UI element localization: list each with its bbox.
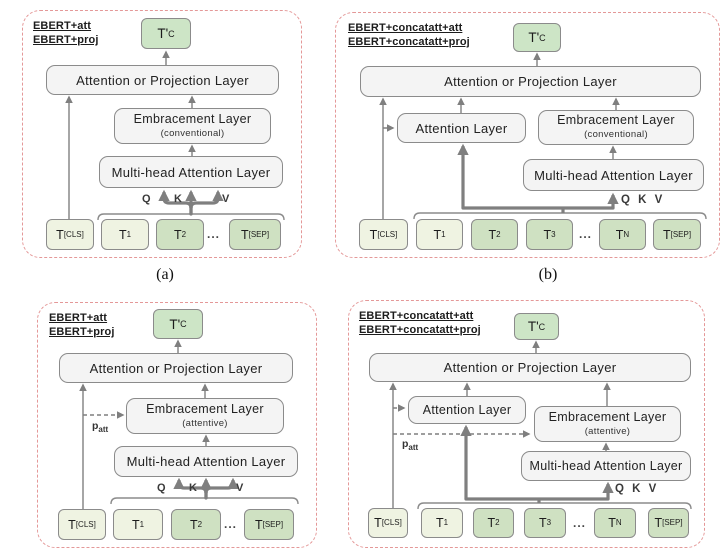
token-sep: T[SEP] xyxy=(229,219,281,250)
embracement-mode: (attentive) xyxy=(584,425,631,437)
attention-or-projection-layer: Attention or Projection Layer xyxy=(59,353,293,383)
embracement-title: Embracement Layer xyxy=(548,409,667,424)
method-label: EBERT+proj xyxy=(49,326,115,338)
embracement-mode: (attentive) xyxy=(182,417,228,429)
attention-layer: Attention Layer xyxy=(397,113,526,143)
q-label: Q xyxy=(157,482,166,494)
method-label: EBERT+proj xyxy=(33,34,99,46)
caption-a: (a) xyxy=(156,266,174,283)
output-node-tc: T'C xyxy=(513,23,561,52)
panel-a: EBERT+att EBERT+proj T'C Attention or Pr… xyxy=(22,10,302,258)
output-node-tc: T'C xyxy=(514,313,559,340)
embracement-layer: Embracement Layer (attentive) xyxy=(534,406,681,442)
qkv-label: Q K V xyxy=(621,194,665,206)
multihead-attention-layer: Multi-head Attention Layer xyxy=(114,446,298,477)
embracement-title: Embracement Layer xyxy=(133,111,252,126)
token-sep: T[SEP] xyxy=(244,509,294,540)
tc-base: T' xyxy=(157,26,169,41)
method-labels: EBERT+concatatt+att EBERT+concatatt+proj xyxy=(359,309,481,337)
v-arrow xyxy=(189,189,224,209)
method-labels: EBERT+att EBERT+proj xyxy=(33,19,98,47)
attention-layer: Attention Layer xyxy=(408,396,526,424)
method-labels: EBERT+concatatt+att EBERT+concatatt+proj xyxy=(348,21,470,49)
qkv-label: Q K V xyxy=(615,483,659,495)
embracement-title: Embracement Layer xyxy=(146,401,264,416)
q-label: Q xyxy=(142,193,151,205)
v-label: V xyxy=(222,193,230,205)
ellipsis: ... xyxy=(207,227,221,241)
method-label: EBERT+concatatt+att xyxy=(359,310,474,322)
embracement-mode: (conventional) xyxy=(584,129,648,140)
multihead-attention-layer: Multi-head Attention Layer xyxy=(99,156,283,188)
token-sep: T[SEP] xyxy=(653,219,701,250)
embracement-layer: Embracement Layer (attentive) xyxy=(126,398,284,434)
attention-or-projection-layer: Attention or Projection Layer xyxy=(46,65,279,95)
embracement-mode: (conventional) xyxy=(160,127,225,139)
token-cls: T[CLS] xyxy=(46,219,94,250)
tc-sub: C xyxy=(168,28,175,39)
ellipsis: ... xyxy=(573,516,587,530)
v-arrow xyxy=(204,477,239,494)
ellipsis: ... xyxy=(224,517,238,531)
method-label: EBERT+att xyxy=(33,20,92,32)
panel-c: EBERT+att EBERT+proj T'C Attention or Pr… xyxy=(37,302,317,548)
token-cls: T[CLS] xyxy=(368,508,408,538)
panel-d: EBERT+concatatt+att EBERT+concatatt+proj… xyxy=(348,300,705,548)
method-label: EBERT+concatatt+proj xyxy=(348,36,470,48)
p-att-label: patt xyxy=(402,438,419,453)
multihead-attention-layer: Multi-head Attention Layer xyxy=(521,451,691,481)
method-label: EBERT+att xyxy=(49,312,108,324)
output-node-tc: T'C xyxy=(141,18,191,49)
embracement-layer: Embracement Layer (conventional) xyxy=(114,108,271,144)
embracement-title: Embracement Layer xyxy=(557,113,675,127)
p-att-label: patt xyxy=(92,420,109,435)
embracement-layer: Embracement Layer (conventional) xyxy=(538,110,694,145)
k-label: K xyxy=(174,193,182,205)
method-label: EBERT+concatatt+proj xyxy=(359,324,481,336)
panel-b: EBERT+concatatt+att EBERT+concatatt+proj… xyxy=(335,12,720,258)
ellipsis: ... xyxy=(579,227,593,241)
attention-or-projection-layer: Attention or Projection Layer xyxy=(369,353,691,382)
caption-b: (b) xyxy=(538,266,558,283)
v-label: V xyxy=(236,482,244,494)
token-bracket xyxy=(110,497,299,505)
method-labels: EBERT+att EBERT+proj xyxy=(49,311,114,339)
method-label: EBERT+concatatt+att xyxy=(348,22,463,34)
multihead-attention-layer: Multi-head Attention Layer xyxy=(523,159,704,191)
token-cls: T[CLS] xyxy=(359,219,408,250)
token-sep: T[SEP] xyxy=(648,508,689,538)
token-cls: T[CLS] xyxy=(58,509,106,540)
k-label: K xyxy=(189,482,197,494)
output-node-tc: T'C xyxy=(153,309,203,339)
attention-or-projection-layer: Attention or Projection Layer xyxy=(360,66,701,97)
